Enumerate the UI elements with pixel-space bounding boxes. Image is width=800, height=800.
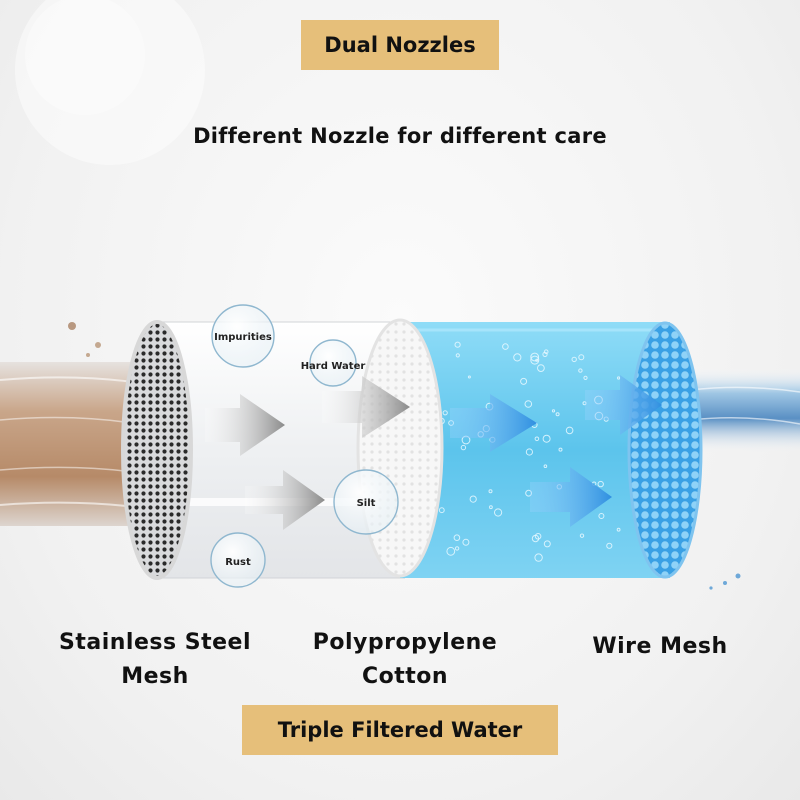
flow-arrow-blue-1 [450,394,537,452]
flow-arrow-blue-3 [530,467,612,527]
micro-bubble [535,358,539,362]
flow-arrow-gray-3 [245,470,325,530]
flow-arrow-blue-2 [585,375,662,435]
contaminant-label: Hard Water [301,361,366,372]
micro-bubble [469,495,477,503]
micro-bubble [551,409,556,413]
micro-bubble [488,489,493,494]
dual-nozzles-badge: Dual Nozzles [301,20,499,70]
flow-arrow-gray-2 [322,376,410,438]
contaminant-bubble-impurities: Impurities [211,304,275,368]
flow-arrow-gray-1 [205,394,285,456]
micro-bubble [453,534,461,542]
micro-bubble [446,546,456,556]
background-bubble [15,0,205,165]
micro-bubble [467,375,471,379]
micro-bubble [583,375,588,380]
micro-bubble [598,513,605,519]
micro-bubble [616,527,621,532]
micro-bubble [555,412,560,417]
contaminant-label: Impurities [214,332,272,343]
contaminant-bubble-rust: Rust [210,532,266,588]
micro-bubble [578,368,583,373]
micro-bubble [502,343,509,350]
micro-bubble [543,349,549,355]
layer-label-line: Cotton [361,664,449,689]
layer-label-line: Stainless Steel [59,630,251,655]
micro-bubble [438,507,445,514]
micro-bubble [542,434,551,443]
micro-bubble [617,376,621,380]
subtitle: Different Nozzle for different care [193,124,607,148]
micro-bubble [578,354,585,361]
micro-bubble [530,352,540,362]
triple-filtered-badge: Triple Filtered Water [242,705,558,755]
micro-bubble [537,364,545,373]
contaminant-label: Rust [225,557,251,568]
micro-bubble [542,351,548,357]
micro-bubble [455,353,460,358]
micro-bubble [534,436,540,442]
micro-bubble [579,533,585,538]
micro-bubble [558,447,563,452]
micro-bubble [543,540,551,548]
micro-bubble [534,553,543,562]
layer-label-wire-mesh: Wire Mesh [540,630,780,664]
micro-bubble [606,542,613,549]
micro-bubble [454,341,461,348]
layer-label-line: Wire Mesh [592,634,728,659]
micro-bubble [524,400,533,408]
micro-bubble [460,444,467,451]
micro-bubble [442,410,448,416]
micro-bubble [454,546,460,551]
layer-label-steel-mesh: Stainless Steel Mesh [30,626,280,694]
contaminant-label: Silt [357,498,376,509]
micro-bubble [489,505,493,510]
micro-bubble [565,426,574,435]
micro-bubble [571,356,577,363]
contaminant-bubble-hard-water: Hard Water [301,339,366,387]
micro-bubble [597,480,604,488]
micro-bubble [531,534,540,543]
wire-mesh-disc [627,321,703,579]
layer-label-cotton: Polypropylene Cotton [280,626,530,694]
micro-bubble [513,353,522,362]
micro-bubble [494,508,503,517]
cotton-disc [356,318,444,578]
micro-bubble [525,448,534,456]
micro-bubble [543,464,548,469]
micro-bubble [534,533,542,540]
water-stream-out [689,368,800,590]
contaminant-bubble-silt: Silt [333,469,399,535]
micro-bubble [462,538,470,546]
steel-mesh-disc [121,320,193,580]
layer-label-line: Mesh [121,664,189,689]
micro-bubble [520,377,528,385]
micro-bubble [530,355,540,365]
layer-label-line: Polypropylene [312,630,498,655]
